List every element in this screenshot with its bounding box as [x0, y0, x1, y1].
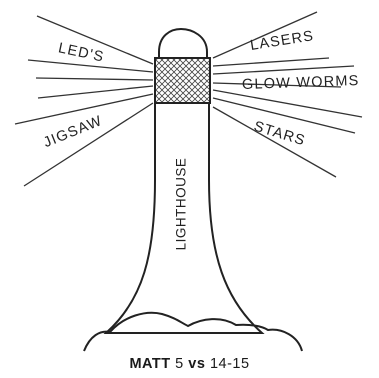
- rocks-base: [84, 313, 302, 351]
- scripture-reference: MATT 5 vs 14-15: [0, 356, 379, 372]
- ray-left-6: [24, 103, 153, 186]
- lighthouse-dome: [159, 29, 207, 58]
- ray-right-3: [213, 66, 354, 74]
- tower-label: LIGHTHOUSE: [174, 158, 189, 251]
- lamp-room: [155, 58, 210, 103]
- caption-verses: 14-15: [210, 356, 250, 372]
- ray-right-2: [213, 58, 329, 66]
- caption-book: MATT: [129, 356, 170, 372]
- ray-left-3: [36, 78, 153, 80]
- caption-vs: vs: [188, 356, 205, 372]
- ray-left-4: [38, 86, 153, 98]
- light-rays-left: [15, 16, 153, 186]
- ray-right-7: [213, 107, 336, 177]
- caption-chapter: 5: [175, 356, 184, 372]
